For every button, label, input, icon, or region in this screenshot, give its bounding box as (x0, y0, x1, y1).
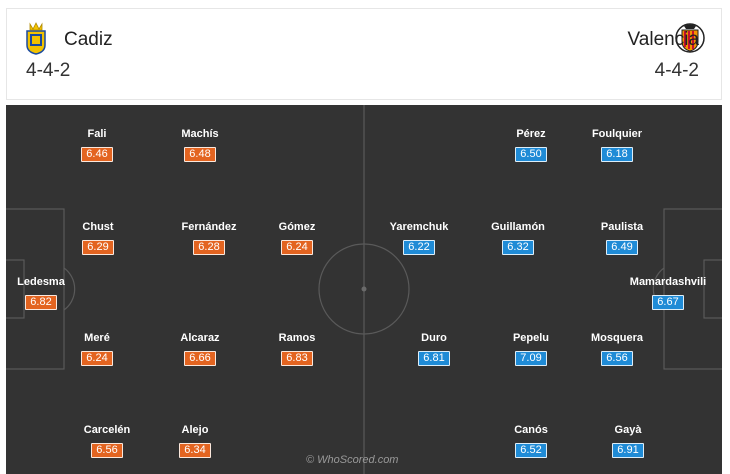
player-rating: 6.50 (515, 147, 547, 162)
player-name: Chust (82, 221, 114, 233)
player-rating: 6.24 (281, 240, 313, 255)
player-rating: 6.56 (91, 443, 123, 458)
player-name: Gayà (614, 424, 642, 436)
player-name: Duro (421, 332, 447, 344)
home-player[interactable]: Alcaraz 6.66 (145, 331, 255, 366)
player-name: Machís (181, 128, 219, 140)
player-name: Foulquier (591, 128, 643, 140)
player-name: Guillamón (491, 221, 545, 233)
away-player[interactable]: Foulquier 6.18 (562, 127, 672, 162)
player-rating: 6.91 (612, 443, 644, 458)
away-player[interactable]: Canós 6.52 (476, 423, 586, 458)
player-rating: 6.81 (418, 351, 450, 366)
away-player[interactable]: Guillamón 6.32 (463, 220, 573, 255)
away-player[interactable]: Pérez 6.50 (476, 127, 586, 162)
player-name: Ledesma (17, 276, 65, 288)
home-player[interactable]: Ramos 6.83 (242, 331, 352, 366)
lineup-header: Cadiz 4-4-2 Valencia 4-4-2 (6, 8, 722, 100)
player-name: Mosquera (591, 332, 643, 344)
player-rating: 6.29 (82, 240, 114, 255)
home-team-name[interactable]: Cadiz (64, 29, 113, 50)
away-player[interactable]: Mosquera 6.56 (562, 331, 672, 366)
player-rating: 6.48 (184, 147, 216, 162)
player-rating: 6.46 (81, 147, 113, 162)
away-player[interactable]: Paulista 6.49 (567, 220, 677, 255)
whoscored-credit: © WhoScored.com (306, 454, 399, 466)
player-rating: 6.83 (281, 351, 313, 366)
home-player[interactable]: Alejo 6.34 (140, 423, 250, 458)
player-rating: 6.56 (601, 351, 633, 366)
away-formation: 4-4-2 (654, 60, 699, 81)
away-player[interactable]: Mamardashvili 6.67 (613, 275, 722, 310)
pitch-markings (6, 105, 722, 474)
away-player[interactable]: Gayà 6.91 (573, 423, 683, 458)
home-player[interactable]: Machís 6.48 (145, 127, 255, 162)
player-rating: 6.24 (81, 351, 113, 366)
player-rating: 6.28 (193, 240, 225, 255)
player-rating: 6.67 (652, 295, 684, 310)
player-name: Mamardashvili (629, 276, 707, 288)
player-rating: 6.18 (601, 147, 633, 162)
home-player[interactable]: Fali 6.46 (42, 127, 152, 162)
player-name: Canós (514, 424, 548, 436)
pitch: Fali 6.46 Machís 6.48 Chust 6.29 Fernánd… (6, 105, 722, 474)
player-name: Pérez (516, 128, 546, 140)
player-name: Carcelén (83, 424, 131, 436)
home-formation: 4-4-2 (26, 60, 71, 81)
player-name: Alcaraz (180, 332, 220, 344)
player-rating: 7.09 (515, 351, 547, 366)
home-player[interactable]: Gómez 6.24 (242, 220, 352, 255)
player-name: Fali (87, 128, 107, 140)
player-name: Fernández (181, 221, 237, 233)
home-player[interactable]: Carcelén 6.56 (52, 423, 162, 458)
player-name: Gómez (278, 221, 316, 233)
player-rating: 6.22 (403, 240, 435, 255)
cadiz-crest-icon (26, 22, 46, 55)
player-rating: 6.34 (179, 443, 211, 458)
player-name: Ramos (278, 332, 316, 344)
home-player[interactable]: Chust 6.29 (43, 220, 153, 255)
home-player[interactable]: Meré 6.24 (42, 331, 152, 366)
player-name: Meré (84, 332, 110, 344)
away-player[interactable]: Pepelu 7.09 (476, 331, 586, 366)
player-name: Yaremchuk (389, 221, 449, 233)
player-name: Paulista (600, 221, 644, 233)
player-rating: 6.49 (606, 240, 638, 255)
home-player[interactable]: Fernández 6.28 (154, 220, 264, 255)
player-rating: 6.52 (515, 443, 547, 458)
home-player[interactable]: Ledesma 6.82 (6, 275, 96, 310)
away-player[interactable]: Duro 6.81 (379, 331, 489, 366)
away-team-name[interactable]: Valencia (627, 29, 699, 50)
valencia-crest-icon (675, 23, 705, 53)
player-name: Alejo (181, 424, 209, 436)
player-rating: 6.66 (184, 351, 216, 366)
away-player[interactable]: Yaremchuk 6.22 (364, 220, 474, 255)
player-rating: 6.82 (25, 295, 57, 310)
player-rating: 6.32 (502, 240, 534, 255)
player-name: Pepelu (512, 332, 550, 344)
